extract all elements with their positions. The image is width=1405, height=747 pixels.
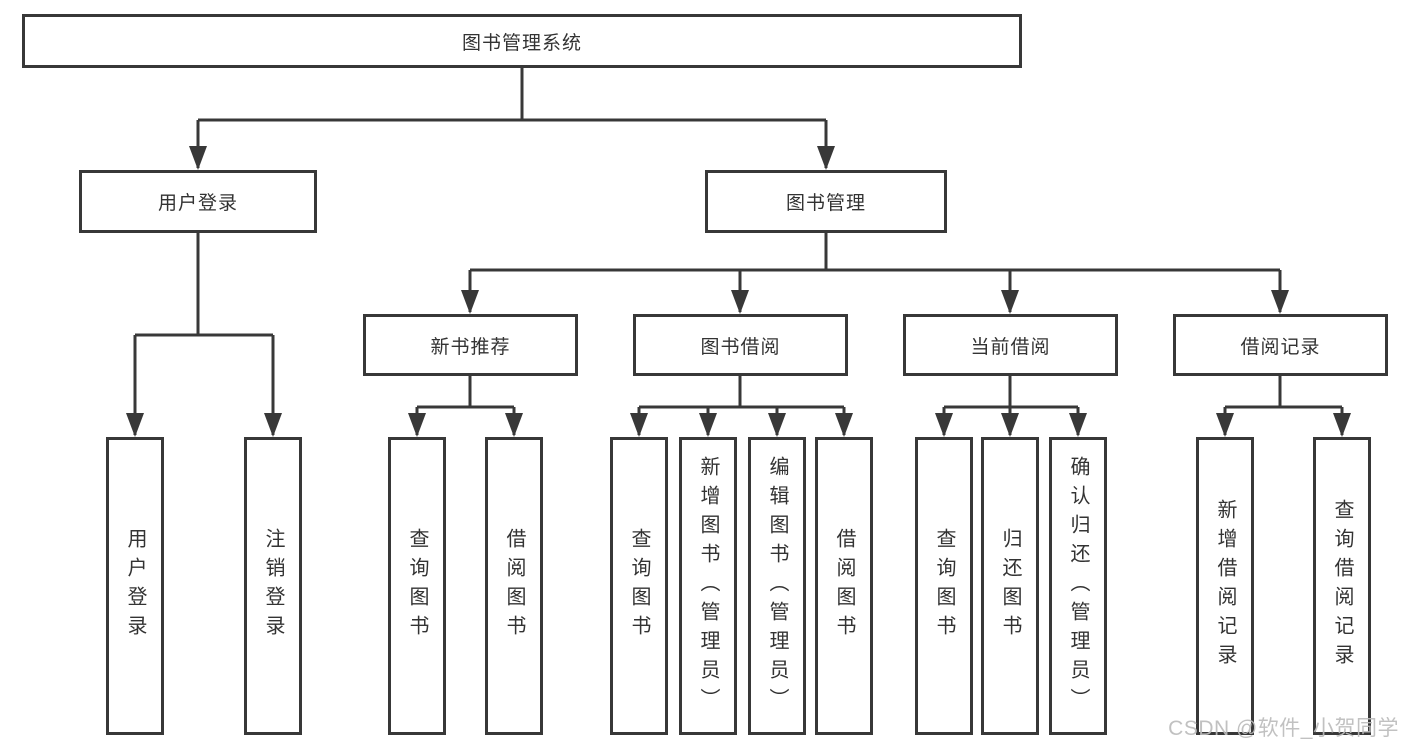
connector-records-children (1223, 376, 1344, 435)
node-leaf-current-return-books: 归还图书 (981, 437, 1039, 735)
node-user-login: 用户登录 (79, 170, 317, 233)
node-leaf-logout: 注销登录 (244, 437, 302, 735)
node-label: 图书借阅 (700, 336, 781, 358)
node-leaf-borrowing-query-books: 查询图书 (610, 437, 668, 735)
node-label: 新增图书（管理员） (697, 455, 719, 717)
node-label: 确认归还（管理员） (1067, 455, 1089, 717)
arrowhead (505, 413, 523, 437)
node-leaf-recommend-query-books: 查询图书 (388, 437, 446, 735)
arrowhead (935, 413, 953, 437)
node-label: 图书管理系统 (461, 32, 582, 54)
arrowhead (699, 413, 717, 437)
node-label: 查询借阅记录 (1331, 499, 1353, 673)
arrowhead (1271, 290, 1289, 314)
arrowhead (264, 413, 282, 437)
arrowhead (126, 413, 144, 437)
node-label: 借阅记录 (1240, 336, 1321, 358)
node-borrowing-records: 借阅记录 (1173, 314, 1388, 376)
node-leaf-user-login: 用户登录 (106, 437, 164, 735)
arrowhead (461, 290, 479, 314)
node-leaf-records-query-borrow-record: 查询借阅记录 (1313, 437, 1371, 735)
node-leaf-borrowing-borrow-books: 借阅图书 (815, 437, 873, 735)
node-label: 查询图书 (933, 528, 955, 644)
node-label: 用户登录 (124, 528, 146, 644)
node-leaf-current-confirm-return-admin: 确认归还（管理员） (1049, 437, 1107, 735)
node-book-management: 图书管理 (705, 170, 947, 233)
node-book-borrowing: 图书借阅 (633, 314, 848, 376)
node-new-book-recommendation: 新书推荐 (363, 314, 578, 376)
node-label: 查询图书 (406, 528, 428, 644)
node-leaf-current-query-books: 查询图书 (915, 437, 973, 735)
node-label: 查询图书 (628, 528, 650, 644)
arrowhead (630, 413, 648, 437)
node-leaf-borrowing-add-books-admin: 新增图书（管理员） (679, 437, 737, 735)
node-leaf-records-add-borrow-record: 新增借阅记录 (1196, 437, 1254, 735)
node-leaf-borrowing-edit-books-admin: 编辑图书（管理员） (748, 437, 806, 735)
arrowhead (1001, 413, 1019, 437)
node-label: 注销登录 (262, 528, 284, 644)
arrowheads (126, 146, 1351, 437)
node-current-borrowing: 当前借阅 (903, 314, 1118, 376)
connector-recommendation-children (415, 376, 516, 435)
arrowhead (731, 290, 749, 314)
node-label: 编辑图书（管理员） (766, 455, 788, 717)
connector-borrowing-children (637, 376, 846, 435)
node-label: 借阅图书 (503, 528, 525, 644)
node-label: 借阅图书 (833, 528, 855, 644)
arrowhead (189, 146, 207, 170)
node-label: 新书推荐 (430, 336, 511, 358)
connector-book-management-children (468, 233, 1282, 312)
node-root-library-system: 图书管理系统 (22, 14, 1022, 68)
node-label: 新增借阅记录 (1214, 499, 1236, 673)
node-label: 归还图书 (999, 528, 1021, 644)
csdn-watermark: CSDN @软件_小贺同学 (1168, 717, 1399, 740)
arrowhead (1333, 413, 1351, 437)
connector-user-login-children (133, 233, 275, 435)
arrowhead (1001, 290, 1019, 314)
node-label: 图书管理 (785, 193, 866, 214)
arrowhead (1069, 413, 1087, 437)
arrowhead (408, 413, 426, 437)
arrowhead (817, 146, 835, 170)
node-label: 当前借阅 (970, 336, 1051, 358)
arrowhead (835, 413, 853, 437)
connector-root-to-level2 (196, 68, 828, 168)
node-label: 用户登录 (157, 193, 238, 214)
arrowhead (1216, 413, 1234, 437)
node-leaf-recommend-borrow-books: 借阅图书 (485, 437, 543, 735)
arrowhead (768, 413, 786, 437)
